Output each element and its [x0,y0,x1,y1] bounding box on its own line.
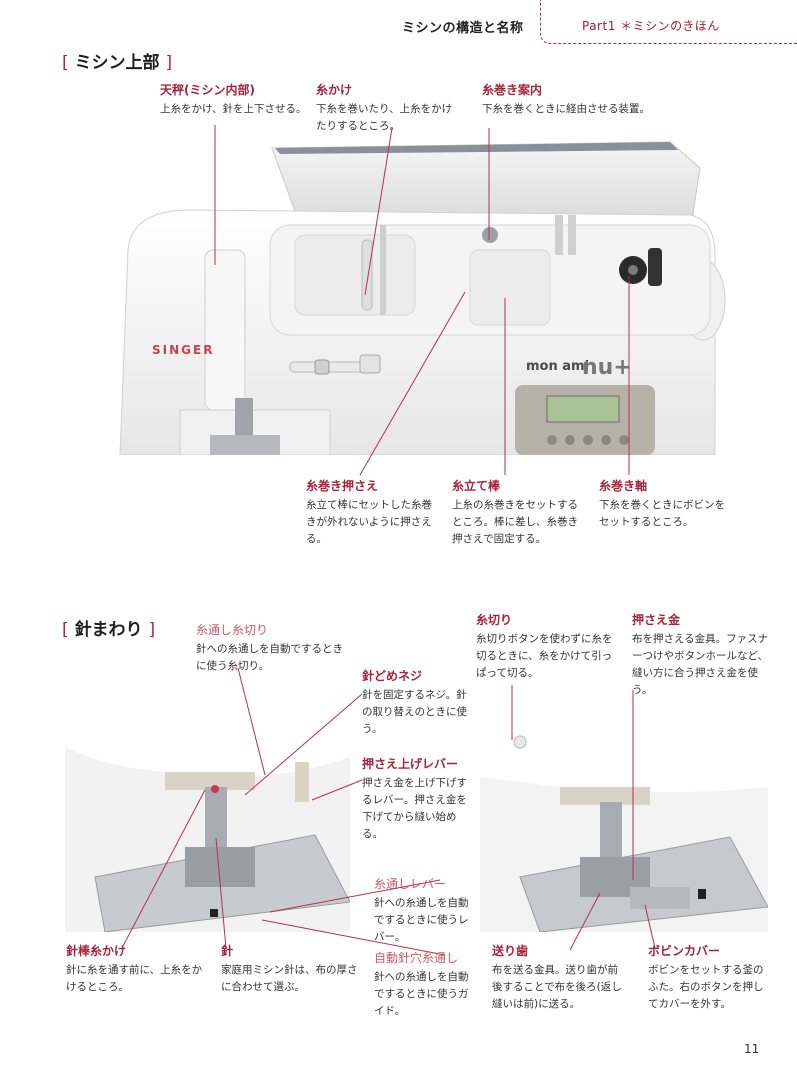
label-itotate-bou: 糸立て棒 上糸の糸巻きをセットするところ。棒に差し、糸巻き押さえで固定する。 [452,479,578,545]
model-mark: nu+ [582,355,632,380]
part-label: Part1 ＊ミシンのきほん [582,19,720,33]
chapter-title: ミシンの構造と名称 [402,21,524,36]
section-title-needle: [ 針まわり ] [62,620,156,640]
label-itokake: 糸かけ 下糸を巻いたり、上糸をかけたりするところ。 [316,83,453,132]
machine-upper-illustration: SINGER mon ami nu+ [119,141,726,455]
label-tenbin: 天秤(ミシン内部) 上糸をかけ、針を上下させる。 [160,83,307,115]
label-haridome-neji: 針どめネジ 針を固定するネジ。針の取り替えのときに使う。 [362,669,467,735]
needle-right-illustration [480,717,768,932]
label-jidou-hariana: 自動針穴糸通し 針への糸通しを自動でするときに使うガイド。 [374,951,469,1017]
label-itomaki-jiku: 糸巻き軸 下糸を巻くときにボビンをセットするところ。 [599,479,725,528]
label-itodoshi-itokiri: 糸通し糸切り 針への糸通しを自動でするときに使う糸切り。 [196,623,343,672]
section-title-upper: [ ミシン上部 ] [62,53,173,73]
label-osaegane: 押さえ金 布を押さえる金具。ファスナーつけやボタンホールなど、縫い方に合う押さえ… [632,613,769,696]
model-text: mon ami [526,359,589,374]
page-number: 11 [744,1042,760,1056]
label-itomaki-annai: 糸巻き案内 下糸を巻くときに経由させる装置。 [482,83,650,115]
label-itodoshi-lever: 糸通しレバー 針への糸通しを自動でするときに使うレバー。 [374,877,469,943]
label-itomaki-osae: 糸巻き押さえ 糸立て棒にセットした糸巻きが外れないように押さえる。 [306,479,432,545]
label-okuriba: 送り歯 布を送る金具。送り歯が前後することで布を後ろ(返し縫いは前)に送る。 [492,944,622,1010]
needle-area-left-photo [65,717,350,932]
label-osae-age-lever: 押さえ上げレバー 押さえ金を上げ下げするレバー。押さえ金を下げてから縫い始める。 [362,757,467,840]
machine-upper-photo: SINGER mon ami nu+ [100,140,730,455]
label-hari: 針 家庭用ミシン針は、布の厚さに合わせて選ぶ。 [221,944,358,993]
part-tab [540,0,797,44]
brand-text: SINGER [152,343,214,357]
label-bobbin-cover: ボビンカバー ボビンをセットする釜のふた。右のボタンを押してカバーを外す。 [648,944,764,1010]
needle-left-illustration [65,717,350,932]
needle-area-right-photo [480,717,768,932]
label-itokiri: 糸切り 糸切りボタンを使わずに糸を切るときに、糸をかけて引っぱって切る。 [476,613,613,679]
label-haribou-itokake: 針棒糸かけ 針に糸を通す前に、上糸をかけるところ。 [66,944,203,993]
